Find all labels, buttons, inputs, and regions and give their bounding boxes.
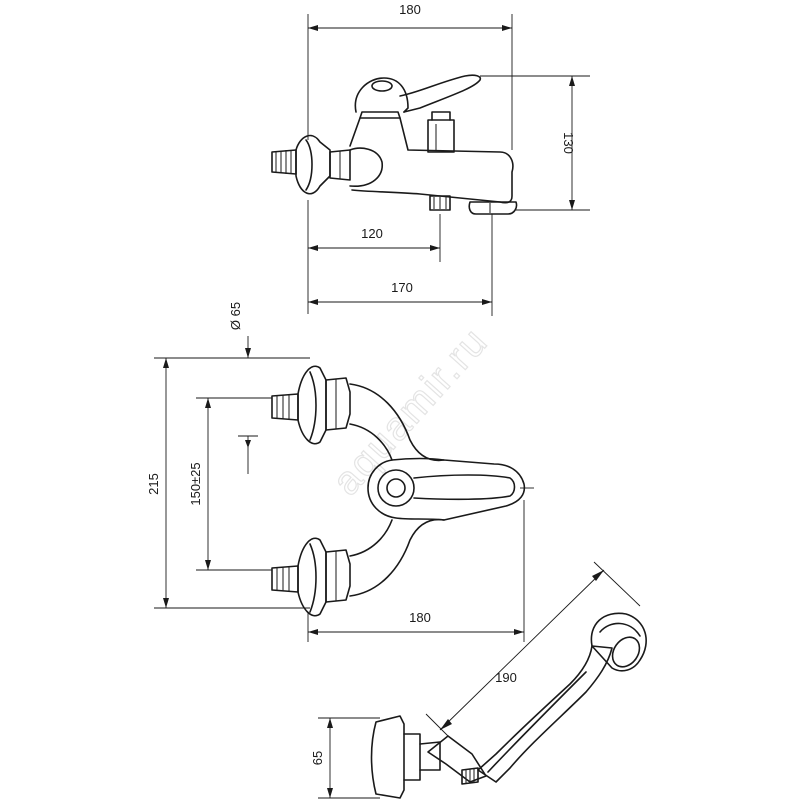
side-view bbox=[271, 74, 518, 215]
dim-top-width: 180 bbox=[307, 2, 513, 150]
dim-front-width: 180 bbox=[307, 500, 525, 642]
dim-spout-170: 170 bbox=[308, 214, 493, 316]
center-marker bbox=[238, 435, 534, 489]
dim-label-top-height: 130 bbox=[561, 132, 576, 154]
dim-label-spout-120: 120 bbox=[361, 226, 383, 241]
dim-label-holder-height: 65 bbox=[310, 751, 325, 765]
dim-front-height: 215 bbox=[146, 357, 310, 609]
dim-top-height: 130 bbox=[480, 75, 590, 211]
dim-label-shower-length: 190 bbox=[495, 670, 517, 685]
dim-label-flange-diameter: Ø 65 bbox=[228, 302, 243, 330]
dim-inlet-spacing: 150±25 bbox=[188, 397, 272, 571]
dim-label-front-height: 215 bbox=[146, 473, 161, 495]
dim-label-inlet-spacing: 150±25 bbox=[188, 462, 203, 505]
front-view bbox=[271, 365, 526, 617]
dim-spout-120: 120 bbox=[307, 200, 441, 314]
dim-label-spout-170: 170 bbox=[391, 280, 413, 295]
dim-shower-length: 190 bbox=[425, 561, 641, 737]
dim-label-front-width: 180 bbox=[409, 610, 431, 625]
dim-flange-diameter: Ø 65 bbox=[228, 302, 251, 358]
hand-shower bbox=[370, 612, 647, 799]
dim-label-top-width: 180 bbox=[399, 2, 421, 17]
dim-holder-height: 65 bbox=[310, 717, 380, 799]
